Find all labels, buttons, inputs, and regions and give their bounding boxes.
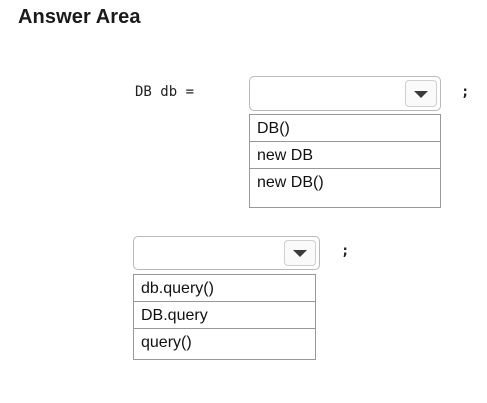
- option-db-query[interactable]: DB.query: [134, 302, 315, 329]
- dropdown-db-initializer-toggle[interactable]: [405, 80, 437, 107]
- answer-area-title: Answer Area: [18, 6, 141, 28]
- dropdown-query-call-toggle[interactable]: [284, 240, 316, 266]
- chevron-down-icon: [293, 250, 307, 257]
- option-db-call[interactable]: DB(): [250, 115, 440, 142]
- statement2-semicolon: ;: [341, 243, 350, 259]
- dropdown-db-initializer[interactable]: [249, 76, 441, 111]
- option-db-query-call[interactable]: db.query(): [134, 275, 315, 302]
- chevron-down-icon: [414, 90, 428, 98]
- statement1-semicolon: ;: [461, 84, 470, 100]
- code-db-declaration: DB db =: [135, 84, 195, 100]
- options-query-call: db.query() DB.query query(): [133, 274, 316, 360]
- option-new-db-call[interactable]: new DB(): [257, 174, 324, 191]
- option-new-db[interactable]: new DB: [250, 142, 440, 169]
- dropdown-query-call[interactable]: [133, 236, 320, 270]
- option-query-call[interactable]: query(): [141, 334, 192, 351]
- options-db-initializer: DB() new DB new DB(): [249, 114, 441, 208]
